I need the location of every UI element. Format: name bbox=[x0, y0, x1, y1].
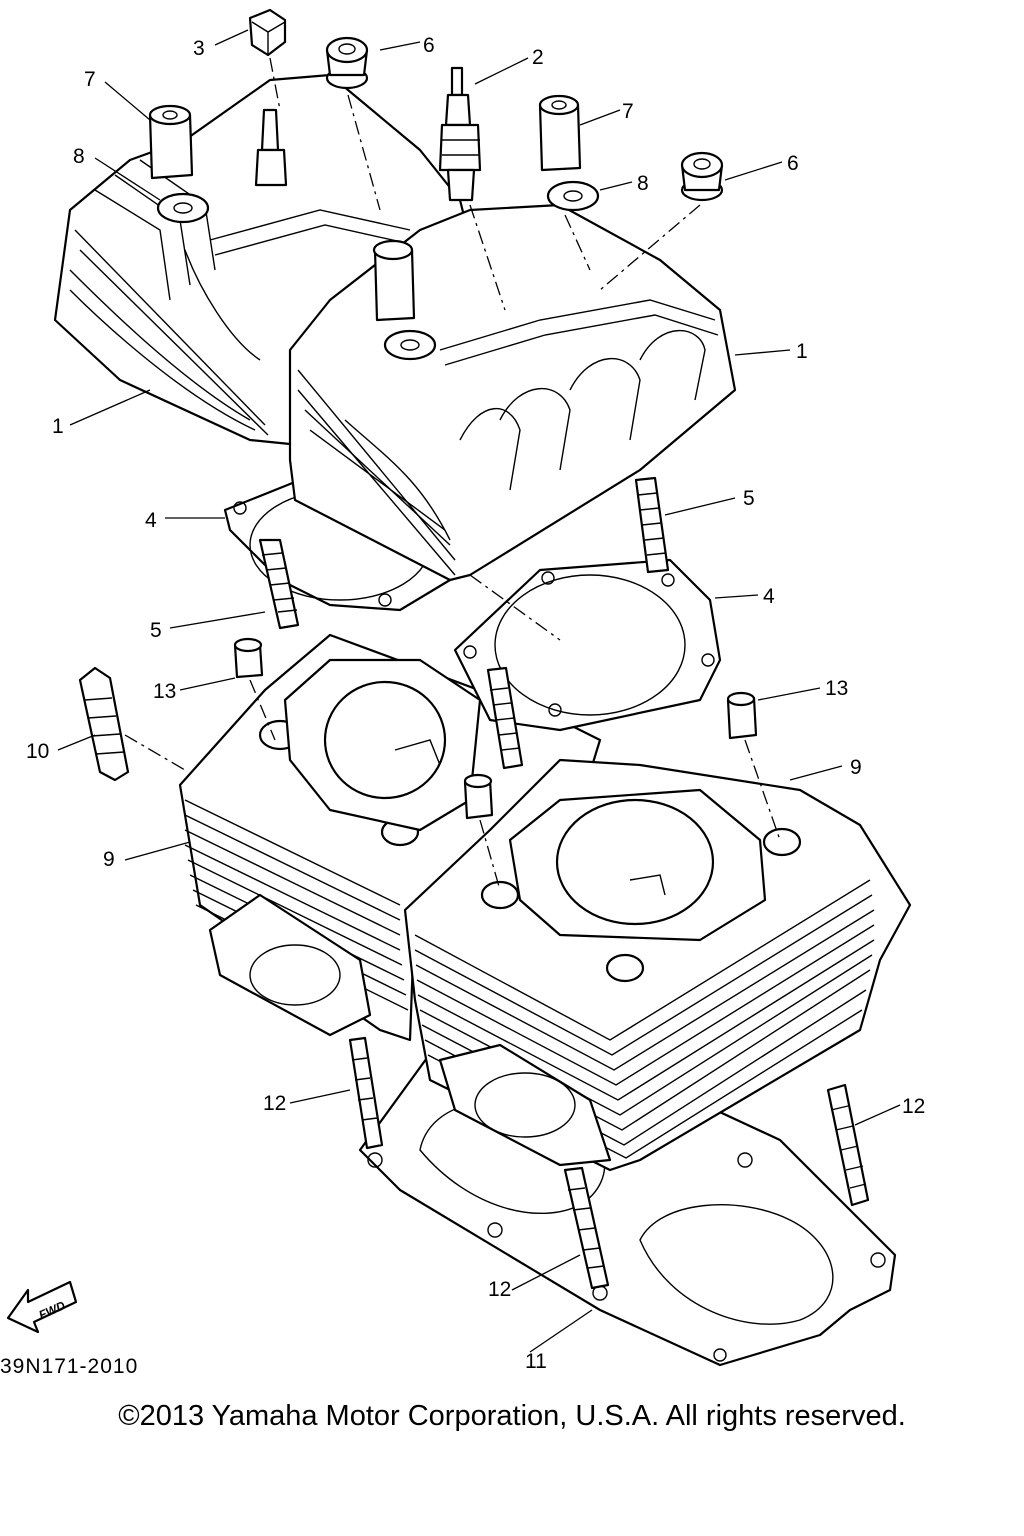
stud-12-right bbox=[826, 1083, 870, 1207]
callout-2: 2 bbox=[532, 46, 544, 69]
callout-10: 10 bbox=[26, 740, 49, 763]
spark-plug-2 bbox=[438, 66, 482, 202]
stud-12-left bbox=[348, 1036, 384, 1150]
callout-4b: 4 bbox=[763, 585, 775, 608]
bolt-13-center bbox=[463, 773, 494, 820]
callout-7b: 7 bbox=[622, 100, 634, 123]
fwd-arrow-icon: FWD bbox=[6, 1280, 78, 1334]
nut-6-right bbox=[680, 151, 724, 202]
callout-9a: 9 bbox=[103, 848, 115, 871]
stud-5-left bbox=[258, 538, 300, 630]
cap-3 bbox=[248, 8, 287, 57]
callout-1a: 1 bbox=[52, 415, 64, 438]
drawing-number: 39N171-2010 bbox=[0, 1355, 139, 1378]
stud-center-upper bbox=[486, 666, 524, 770]
callout-6b: 6 bbox=[787, 152, 799, 175]
plug-10 bbox=[78, 666, 130, 782]
spacer-7-right bbox=[538, 94, 582, 172]
callout-1b: 1 bbox=[796, 340, 808, 363]
callout-12b: 12 bbox=[902, 1095, 925, 1118]
callout-5a: 5 bbox=[743, 487, 755, 510]
stud-5-right bbox=[634, 476, 670, 574]
washer-8-left bbox=[156, 192, 210, 224]
callout-4a: 4 bbox=[145, 509, 157, 532]
callout-7a: 7 bbox=[84, 68, 96, 91]
spark-plug-left bbox=[254, 108, 288, 187]
nut-6-left bbox=[325, 36, 369, 90]
washer-8-right bbox=[546, 180, 600, 212]
stud-12-center bbox=[563, 1166, 610, 1290]
callout-13a: 13 bbox=[153, 680, 176, 703]
callout-13b: 13 bbox=[825, 677, 848, 700]
callout-8a: 8 bbox=[73, 145, 85, 168]
spacer-7-left bbox=[148, 104, 194, 180]
leader-lines bbox=[57, 29, 901, 1353]
callout-3: 3 bbox=[193, 37, 205, 60]
callout-12c: 12 bbox=[488, 1278, 511, 1301]
callout-11: 11 bbox=[525, 1350, 547, 1373]
bolt-13-left bbox=[233, 637, 264, 679]
callout-12a: 12 bbox=[263, 1092, 286, 1115]
callout-9b: 9 bbox=[850, 756, 862, 779]
copyright-notice: ©2013 Yamaha Motor Corporation, U.S.A. A… bbox=[118, 1400, 906, 1432]
callout-6a: 6 bbox=[423, 34, 435, 57]
callout-5b: 5 bbox=[150, 619, 162, 642]
spacer-center bbox=[372, 239, 437, 361]
callout-8b: 8 bbox=[637, 172, 649, 195]
cylinder-block-right bbox=[403, 758, 912, 1172]
callout-labels: 3 6 2 7 7 8 8 6 1 1 4 5 5 4 13 13 10 9 9… bbox=[26, 34, 925, 1373]
bolt-13-right bbox=[726, 691, 758, 740]
